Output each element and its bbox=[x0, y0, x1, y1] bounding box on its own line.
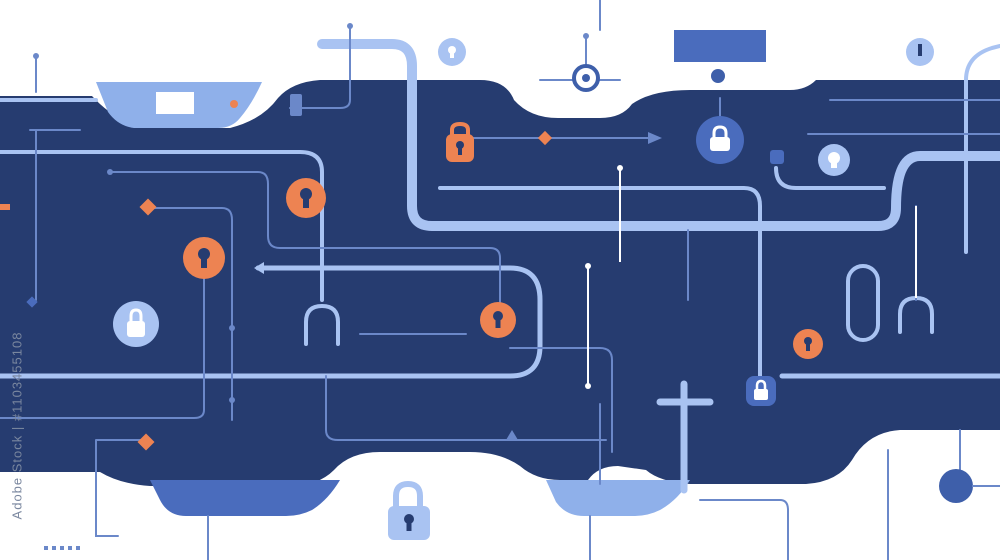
dot-cluster bbox=[44, 546, 48, 550]
diamond-node bbox=[137, 433, 155, 451]
stock-watermark-id: Adobe Stock | #1103455108 bbox=[4, 300, 30, 550]
thin-trace bbox=[807, 99, 1000, 135]
arrow-head bbox=[254, 262, 264, 274]
watermark-text: Adobe Stock | #1103455108 bbox=[9, 331, 25, 519]
trace-node bbox=[229, 397, 235, 403]
thin-trace bbox=[95, 439, 143, 537]
thin-trace bbox=[509, 347, 613, 453]
trace-node bbox=[230, 100, 238, 108]
board-upper-screen bbox=[156, 92, 194, 114]
thick-trace bbox=[438, 186, 762, 378]
keyhole-badge bbox=[480, 302, 516, 338]
small-chip bbox=[770, 150, 784, 164]
node-circle bbox=[939, 469, 973, 503]
thick-trace bbox=[656, 380, 714, 494]
keyhole-badge bbox=[183, 237, 225, 279]
trace-node bbox=[617, 165, 623, 171]
thin-trace bbox=[29, 129, 81, 301]
trace-node bbox=[33, 53, 39, 59]
padlock-badge bbox=[113, 301, 159, 347]
board-lower-tab-center bbox=[546, 480, 690, 516]
dot-cluster bbox=[52, 546, 56, 550]
padlock-badge bbox=[696, 116, 744, 164]
thin-trace bbox=[0, 261, 205, 419]
thick-trace bbox=[964, 44, 1000, 254]
dot-cluster bbox=[68, 546, 72, 550]
dot-cluster bbox=[60, 546, 64, 550]
trace-node bbox=[347, 23, 353, 29]
diamond-node bbox=[537, 130, 553, 146]
thin-trace bbox=[153, 207, 233, 421]
capsule-shape bbox=[846, 264, 880, 342]
trace-node bbox=[229, 325, 235, 331]
thick-trace bbox=[317, 39, 1000, 231]
hook-shape bbox=[304, 304, 340, 346]
keyhole-badge bbox=[438, 38, 466, 66]
trace-node bbox=[711, 69, 725, 83]
keyhole-badge bbox=[906, 38, 934, 66]
thin-trace bbox=[325, 375, 607, 441]
thin-trace bbox=[207, 515, 591, 560]
thick-trace bbox=[0, 265, 543, 379]
thin-trace bbox=[699, 499, 789, 560]
board-lower-tab-left bbox=[150, 480, 340, 516]
thin-trace bbox=[289, 25, 351, 109]
diamond-node bbox=[0, 204, 10, 210]
padlock-icon bbox=[388, 480, 430, 540]
thick-trace bbox=[774, 166, 886, 190]
arrow-head bbox=[506, 430, 518, 440]
top-blue-block bbox=[674, 30, 766, 62]
trace-node bbox=[585, 383, 591, 389]
arrow-head bbox=[648, 132, 662, 144]
padlock-badge bbox=[746, 376, 776, 406]
lock-node bbox=[572, 64, 600, 92]
padlock-icon bbox=[446, 121, 474, 162]
diamond-node bbox=[139, 198, 157, 216]
trace-node bbox=[583, 33, 589, 39]
trace-node bbox=[585, 263, 591, 269]
thin-trace bbox=[887, 429, 961, 560]
keyhole-badge bbox=[286, 178, 326, 218]
keyhole-badge bbox=[818, 144, 850, 176]
dot-cluster bbox=[76, 546, 80, 550]
trace-node bbox=[107, 169, 113, 175]
small-chip bbox=[290, 94, 302, 116]
thin-trace bbox=[109, 171, 501, 321]
thick-trace bbox=[0, 150, 324, 302]
keyhole-badge bbox=[793, 329, 823, 359]
